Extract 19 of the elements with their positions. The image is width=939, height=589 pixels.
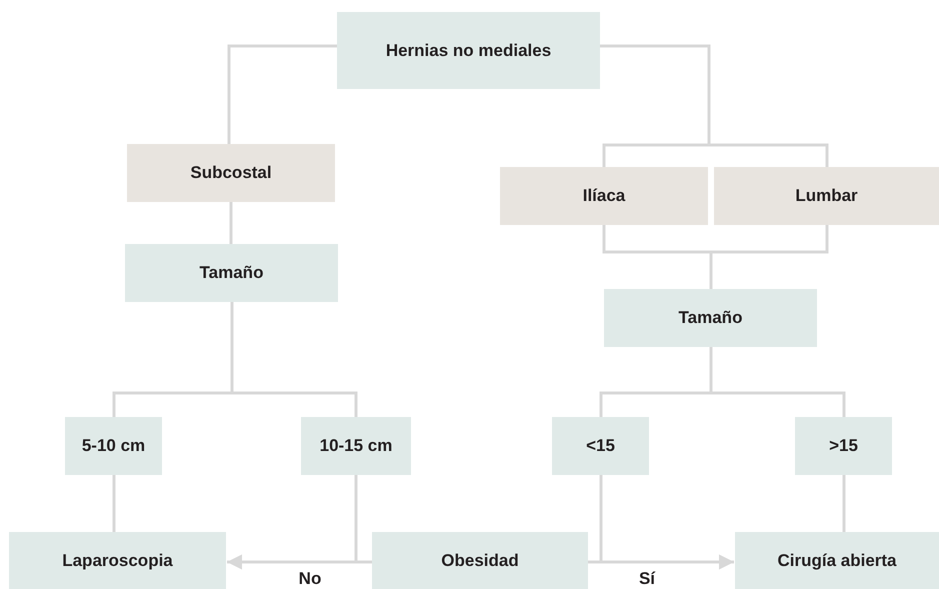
flow-box: 5-10 cm — [65, 417, 162, 475]
flow-box: Laparoscopia — [9, 532, 226, 589]
flow-box: Hernias no mediales — [337, 12, 600, 89]
flow-box: Obesidad — [372, 532, 588, 589]
flow-box: Tamaño — [125, 244, 338, 302]
arrow — [588, 554, 734, 570]
flow-box: Cirugía abierta — [735, 532, 939, 589]
connector-line — [230, 202, 232, 244]
flow-box: >15 — [795, 417, 892, 475]
arrow — [227, 554, 372, 570]
flow-box: Ilíaca — [500, 167, 708, 225]
connector-line — [112, 475, 116, 532]
flow-box: 10-15 cm — [301, 417, 411, 475]
connector-line — [228, 44, 337, 144]
flow-box: Lumbar — [714, 167, 939, 225]
flow-box: Subcostal — [127, 144, 335, 202]
connector-line — [842, 475, 846, 532]
flow-box: <15 — [552, 417, 649, 475]
flow-box: Tamaño — [604, 289, 817, 347]
